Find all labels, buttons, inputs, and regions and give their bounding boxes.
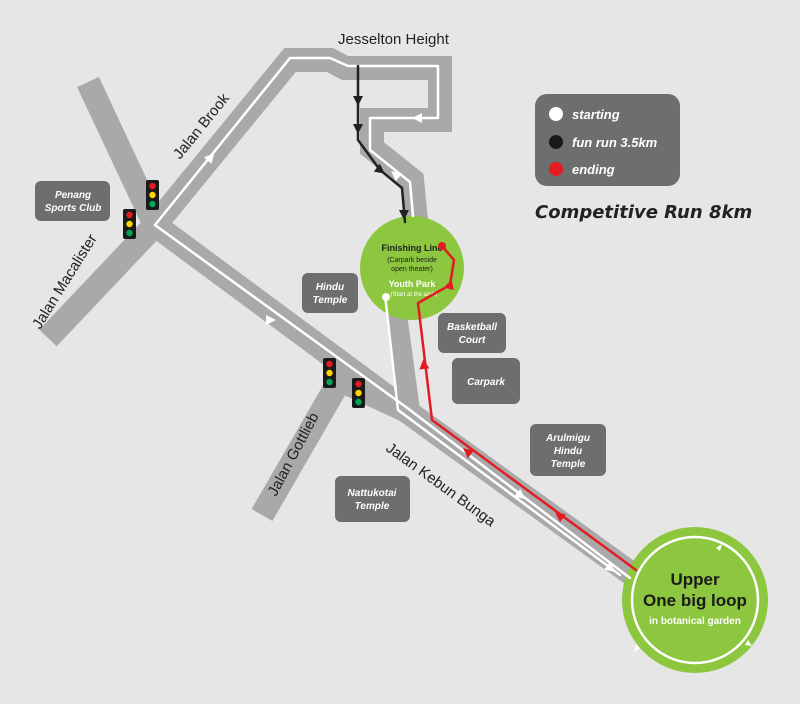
arrow-icon [203,152,215,164]
arrow-icon [391,171,403,182]
landmark-basketball-court: Basketball Court [438,313,506,353]
hindu-temple-line1: Hindu [316,282,344,293]
routes [153,56,638,580]
map-title: Competitive Run 8km [535,202,752,223]
finishing-note-line2: open theater) [391,266,433,273]
route-ending [416,244,638,572]
botanical-circle [622,527,768,673]
botanical-line2: One big loop [643,591,747,610]
penang-sports-line1: Penang [55,190,91,201]
nattukotai-line2: Temple [355,501,390,512]
basketball-line1: Basketball [447,322,497,333]
botanical-loop-route [630,535,760,665]
arrow-icon [373,163,385,174]
legend-marker-starting [549,107,563,121]
road-brook [145,48,452,242]
botanical-line1: Upper [670,570,720,589]
finishing-note-line1: (Carpark beside [387,257,437,264]
legend-marker-fun-run [549,135,563,149]
landmark-carpark: Carpark [452,358,520,404]
traffic-light-icon [123,209,136,239]
route-starting [383,293,622,577]
arulmigu-line1: Arulmigu [545,433,590,444]
arrow-icon [513,488,525,499]
landmark-penang-sports-club: Penang Sports Club [35,181,110,221]
legend: starting fun run 3.5km ending [535,94,680,186]
road-gottlieb [251,364,411,522]
traffic-light-icon [146,180,159,210]
legend-marker-ending [549,162,563,176]
ending-point [438,242,446,250]
hindu-temple-line2: Temple [313,295,348,306]
landmark-arulmigu-hindu-temple: Arulmigu Hindu Temple [530,424,606,476]
legend-label-fun-run: fun run 3.5km [572,135,658,150]
arrow-icon [463,448,474,459]
botanical-line3: in botanical garden [649,616,741,627]
nattukotai-line1: Nattukotai [348,488,397,499]
loop-arrow-icon [634,645,640,652]
legend-label-ending: ending [572,162,615,177]
arrow-icon [555,512,566,523]
traffic-light-icon [323,358,336,388]
youth-park-label: Youth Park [389,279,437,289]
start-arch-label: (Start at the arch) [391,292,438,298]
landmark-hindu-temple: Hindu Temple [302,273,358,313]
finishing-line-label: Finishing Line [382,243,443,253]
road-youth-connector [385,298,420,412]
starting-point [382,293,390,301]
basketball-line2: Court [459,335,486,346]
loop-arrow-icon [745,640,752,646]
traffic-light-icon [352,378,365,408]
youth-park: Finishing Line (Carpark beside open thea… [360,216,464,320]
road-label-gottlieb: Jalan Gottlieb [265,410,323,499]
traffic-lights [123,180,365,408]
landmark-nattukotai-temple: Nattukotai Temple [335,476,410,522]
road-label-jesselton: Jesselton Height [338,31,450,48]
arulmigu-line3: Temple [551,459,586,470]
arrow-icon [603,561,615,572]
route-main-loop [153,56,632,580]
loop-arrow-icon [716,544,722,551]
legend-box [535,94,680,186]
legend-label-starting: starting [572,107,620,122]
carpark-label: Carpark [467,377,505,388]
landmarks: Penang Sports Club Hindu Temple Basketba… [35,181,606,522]
botanical-garden: Upper One big loop in botanical garden [622,527,768,673]
penang-sports-line2: Sports Club [45,203,102,214]
arulmigu-line2: Hindu [554,446,582,457]
